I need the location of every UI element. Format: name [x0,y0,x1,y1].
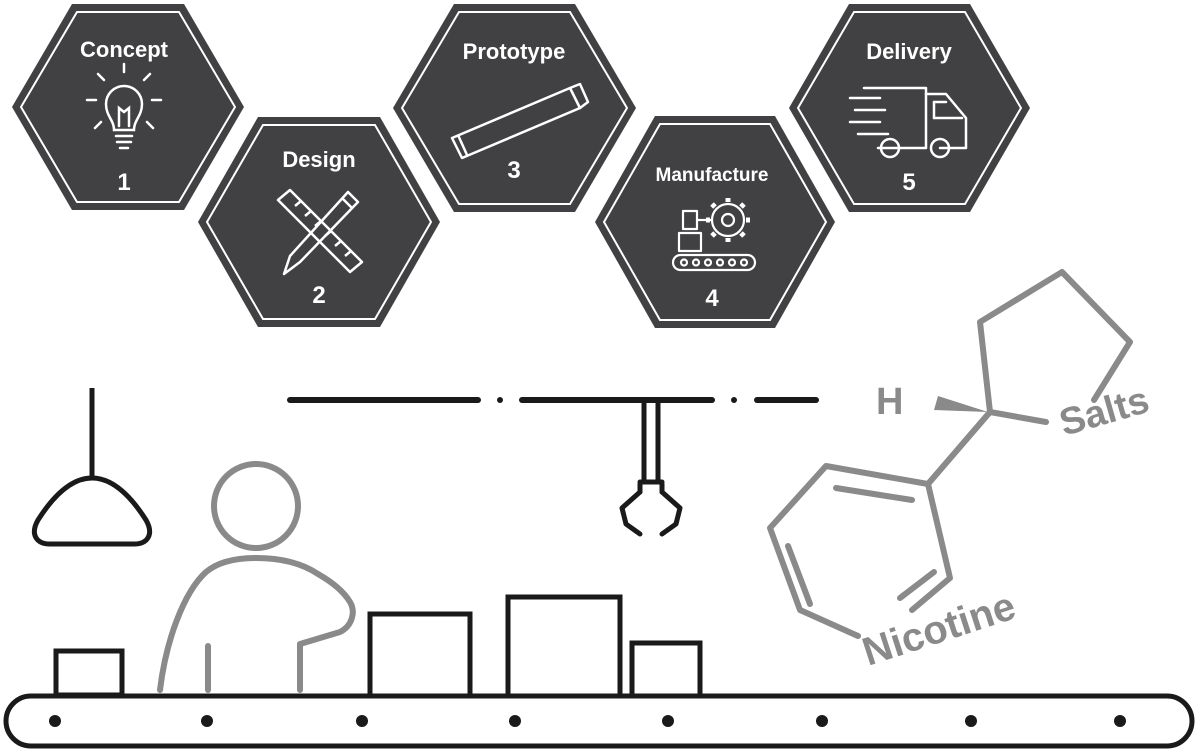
nicotine-molecule [767,269,1133,639]
ruler-pencil-icon [276,188,364,276]
conveyor-belt [3,693,1195,749]
robotic-gripper-icon [619,399,683,537]
step-manufacture-title: Manufacture [656,165,769,186]
step-prototype: Prototype 3 [393,4,636,212]
step-design-title: Design [282,147,355,172]
overhead-rail [287,397,819,403]
step-design-number: 2 [312,282,325,309]
stereo-wedge [934,396,988,412]
box-small-right [629,640,703,699]
robot-gear-conveyor-icon [671,198,757,272]
step-delivery: Delivery 5 [789,4,1030,212]
step-delivery-number: 5 [902,169,915,196]
delivery-truck-icon [848,86,968,159]
salts-label: Salts [1055,379,1154,444]
step-manufacture: Manufacture 4 [595,116,835,328]
vape-pen-icon [450,82,590,160]
lightbulb-icon [85,62,163,150]
step-concept: Concept 1 [12,4,244,210]
step-design: Design 2 [198,117,440,327]
hanging-lamp-icon [32,388,152,547]
step-manufacture-number: 4 [705,285,719,312]
worker-figure [157,461,356,693]
conveyor-boxes [53,594,703,699]
box-large [505,594,623,699]
step-prototype-number: 3 [507,157,520,184]
step-concept-number: 1 [117,169,130,196]
step-prototype-title: Prototype [463,39,566,64]
step-delivery-title: Delivery [866,39,952,64]
hydrogen-label: H [876,381,903,423]
step-concept-title: Concept [80,37,169,62]
nicotine-label: Nicotine [857,584,1021,675]
box-small-left [53,648,125,698]
box-medium [367,611,473,699]
